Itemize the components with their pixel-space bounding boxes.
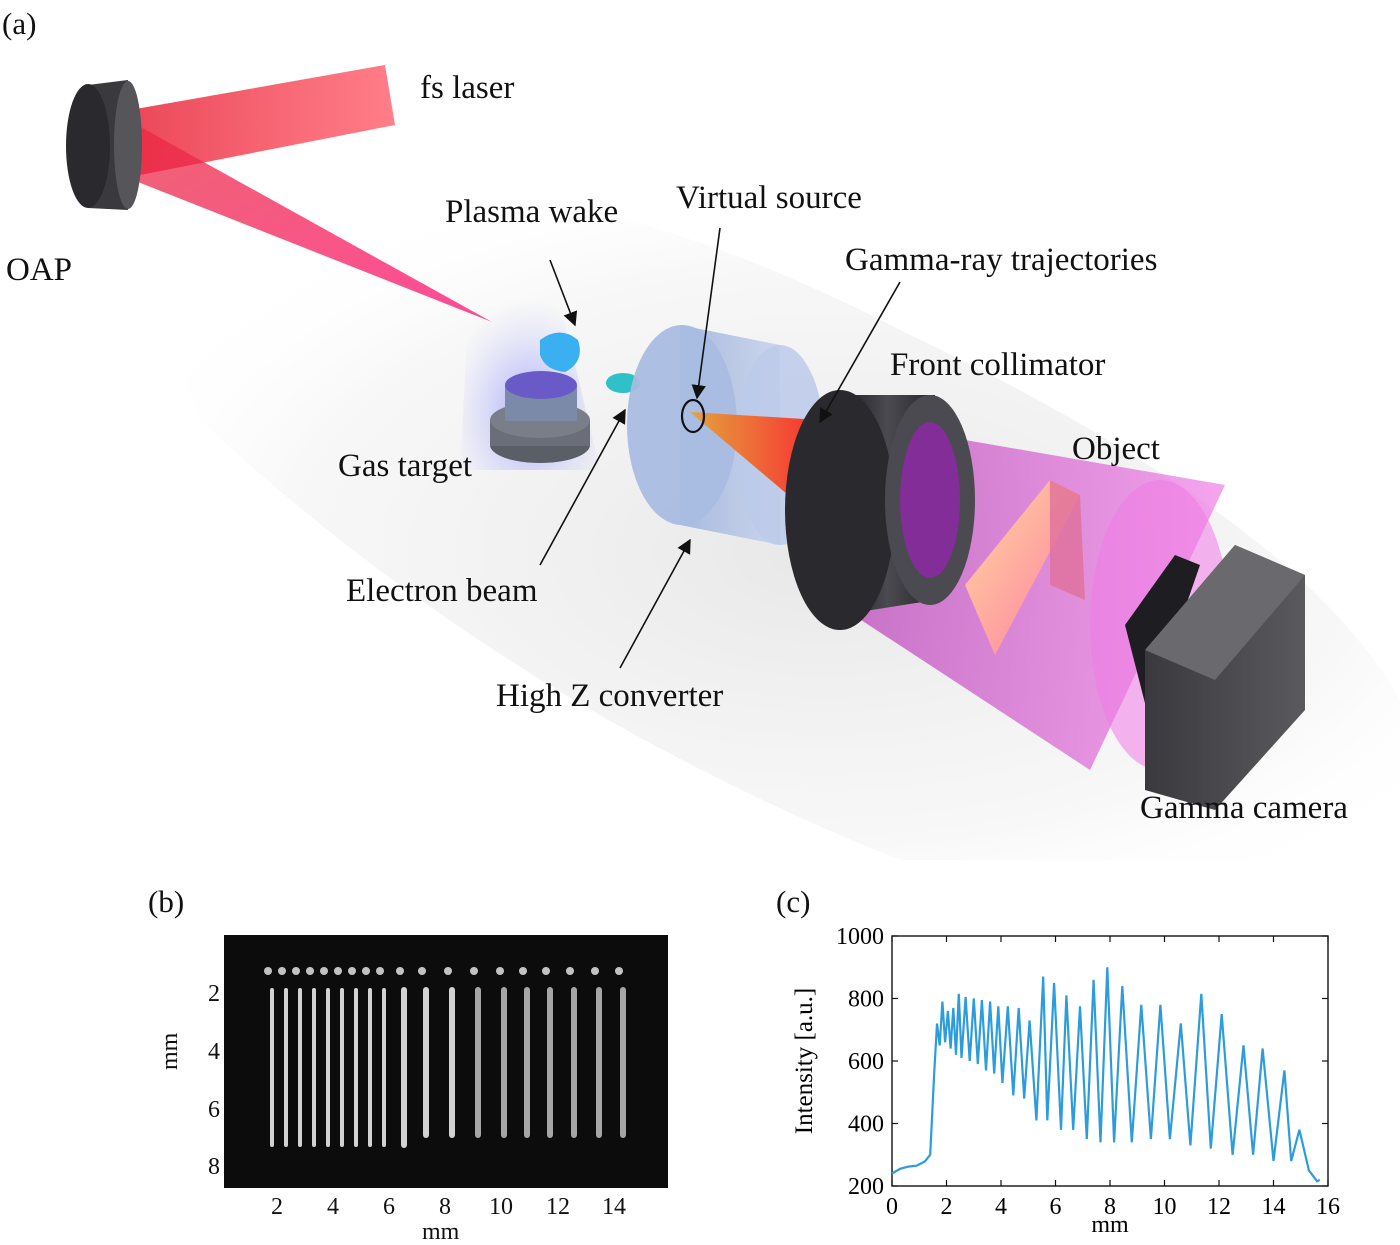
radiograph-dot [470,967,478,975]
high-z-converter-arrow [619,538,691,669]
plasma-wake-bubble [540,332,580,372]
x-axis-ticks: 0 2 4 6 8 10 12 14 16 [886,936,1340,1220]
radiograph-xtick: 8 [439,1194,451,1220]
radiograph-xtick: 10 [489,1194,513,1220]
y-axis-ticks: 200 400 600 800 1000 [836,926,1328,1200]
panel-a-label: (a) [2,6,37,41]
y-tick-label: 1000 [836,926,884,950]
radiograph-image [224,935,668,1188]
front-collimator-body [785,390,975,630]
electron-beam-arrow [539,408,626,566]
radiograph-dot [320,967,328,975]
oap-mirror [66,80,142,210]
radiograph-dot [566,967,574,975]
radiograph-xtick-labels: 2 4 6 8 10 12 14 [224,1195,668,1223]
y-tick-label: 600 [848,1049,884,1075]
radiograph-ytick: 8 [208,1154,220,1180]
x-tick-label: 4 [995,1194,1007,1220]
radiograph-dot [496,967,504,975]
plasma-wake-label: Plasma wake [445,194,619,230]
radiograph-dot [278,967,286,975]
laser-beam-focused [128,120,492,322]
front-collimator-label: Front collimator [890,347,1106,383]
laser-beam-incoming [130,65,395,175]
virtual-source-marker [680,398,706,434]
panel-c-label: (c) [776,884,811,919]
radiograph-xtick: 6 [383,1194,395,1220]
virtual-source-label: Virtual source [676,180,862,216]
electron-beam-label: Electron beam [346,573,538,609]
chart-xlabel: mm [1091,1212,1129,1236]
radiograph-xtick: 2 [271,1194,283,1220]
plasma-wake-arrow [549,259,578,327]
radiograph-dot [376,967,384,975]
chart-ylabel: Intensity [a.u.] [791,988,818,1134]
gas-target-body [460,280,600,470]
x-tick-label: 12 [1207,1194,1231,1220]
radiograph-dot [362,967,370,975]
radiograph-dot [542,967,550,975]
x-tick-label: 6 [1050,1194,1062,1220]
radiograph-dot [591,967,599,975]
panel-b-label: (b) [148,884,185,919]
radiograph-ytick-labels: 2 4 6 8 [170,935,220,1188]
x-tick-label: 10 [1153,1194,1177,1220]
radiograph-dot [519,967,527,975]
radiograph-dot [264,967,272,975]
virtual-source-arrow [691,227,721,400]
radiograph-xlabel: mm [422,1219,460,1245]
radiograph-dot [396,967,404,975]
x-tick-label: 8 [1104,1194,1116,1220]
x-tick-label: 0 [886,1194,898,1220]
object-block [965,480,1085,655]
high-z-converter-label: High Z converter [496,678,724,714]
radiograph-xtick: 14 [602,1194,626,1220]
radiograph-dot [306,967,314,975]
experimental-setup-schematic [66,65,1400,860]
radiograph-dot [348,967,356,975]
gamma-trajectories-label: Gamma-ray trajectories [845,242,1158,278]
x-tick-label: 16 [1316,1194,1340,1220]
object-label: Object [1072,431,1160,467]
radiograph-dot [292,967,300,975]
radiograph-ylabel: mm [157,1032,183,1070]
radiograph-lines [264,967,626,1148]
intensity-series-line [891,967,1321,1183]
radiograph-dot [418,967,426,975]
gamma-camera-label: Gamma camera [1140,790,1348,826]
x-tick-label: 14 [1262,1194,1286,1220]
radiograph-dot [444,967,452,975]
radiograph-ytick: 4 [208,1039,220,1065]
x-tick-label: 2 [941,1194,953,1220]
radiograph-ytick: 2 [208,981,220,1007]
radiograph-dot [334,967,342,975]
gas-target-label: Gas target [338,448,473,484]
y-tick-label: 200 [848,1174,884,1200]
y-tick-label: 800 [848,987,884,1013]
radiograph-xtick: 4 [327,1194,339,1220]
radiograph-ytick: 6 [208,1097,220,1123]
gamma-camera-body [1125,545,1305,810]
oap-label: OAP [6,252,73,288]
intensity-profile-chart: 200 400 600 800 1000 0 2 4 6 8 10 12 14 16 Intensity… [791,926,1340,1236]
gamma-trajectories-arrow [819,281,901,424]
radiograph-dot [615,967,623,975]
fs-laser-label: fs laser [420,70,515,106]
radiograph-xtick: 12 [546,1194,570,1220]
y-tick-label: 400 [848,1112,884,1138]
